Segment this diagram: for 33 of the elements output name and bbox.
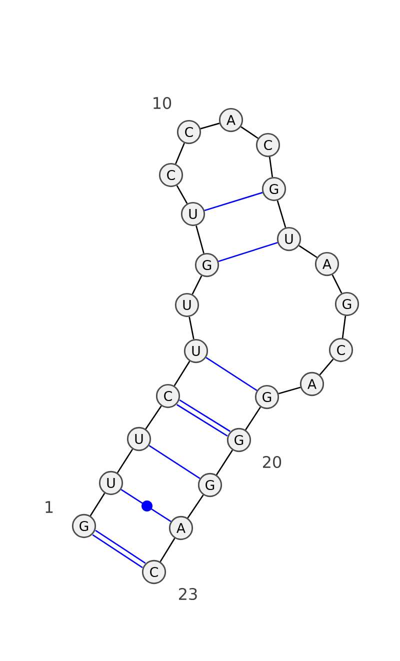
backbone-line xyxy=(268,156,274,178)
backbone-line xyxy=(192,276,202,295)
backbone-line xyxy=(200,122,220,130)
backbone-line xyxy=(116,448,134,474)
base-pair-line xyxy=(204,192,263,212)
backbone-line xyxy=(196,225,204,254)
base-pair-line xyxy=(176,400,230,436)
backbone-line xyxy=(90,492,106,516)
backbone-line xyxy=(187,494,204,518)
backbone-line xyxy=(298,245,318,258)
backbone-line xyxy=(160,538,176,562)
base-pair-line xyxy=(206,357,258,391)
backbone-line xyxy=(342,316,346,338)
backbone-line xyxy=(216,450,234,476)
base-pair-line xyxy=(218,242,278,262)
backbone-line xyxy=(276,200,286,228)
base-pair-line xyxy=(120,488,172,522)
backbone-line xyxy=(332,274,342,294)
backbone-line xyxy=(240,126,258,139)
backbone-line xyxy=(319,358,334,376)
backbone-line xyxy=(175,142,185,164)
backbone-line xyxy=(188,316,194,340)
position-number: 20 xyxy=(262,456,282,468)
backbone-line xyxy=(174,360,190,386)
position-number: 23 xyxy=(178,588,197,600)
backbone-line xyxy=(245,406,261,430)
position-number: 1 xyxy=(46,501,53,513)
backbone-line xyxy=(278,386,301,394)
backbone-line xyxy=(145,406,162,430)
base-pair-line xyxy=(92,530,146,568)
base-pair-line xyxy=(148,445,200,479)
backbone-line xyxy=(176,185,188,204)
position-number: 10 xyxy=(154,96,172,110)
